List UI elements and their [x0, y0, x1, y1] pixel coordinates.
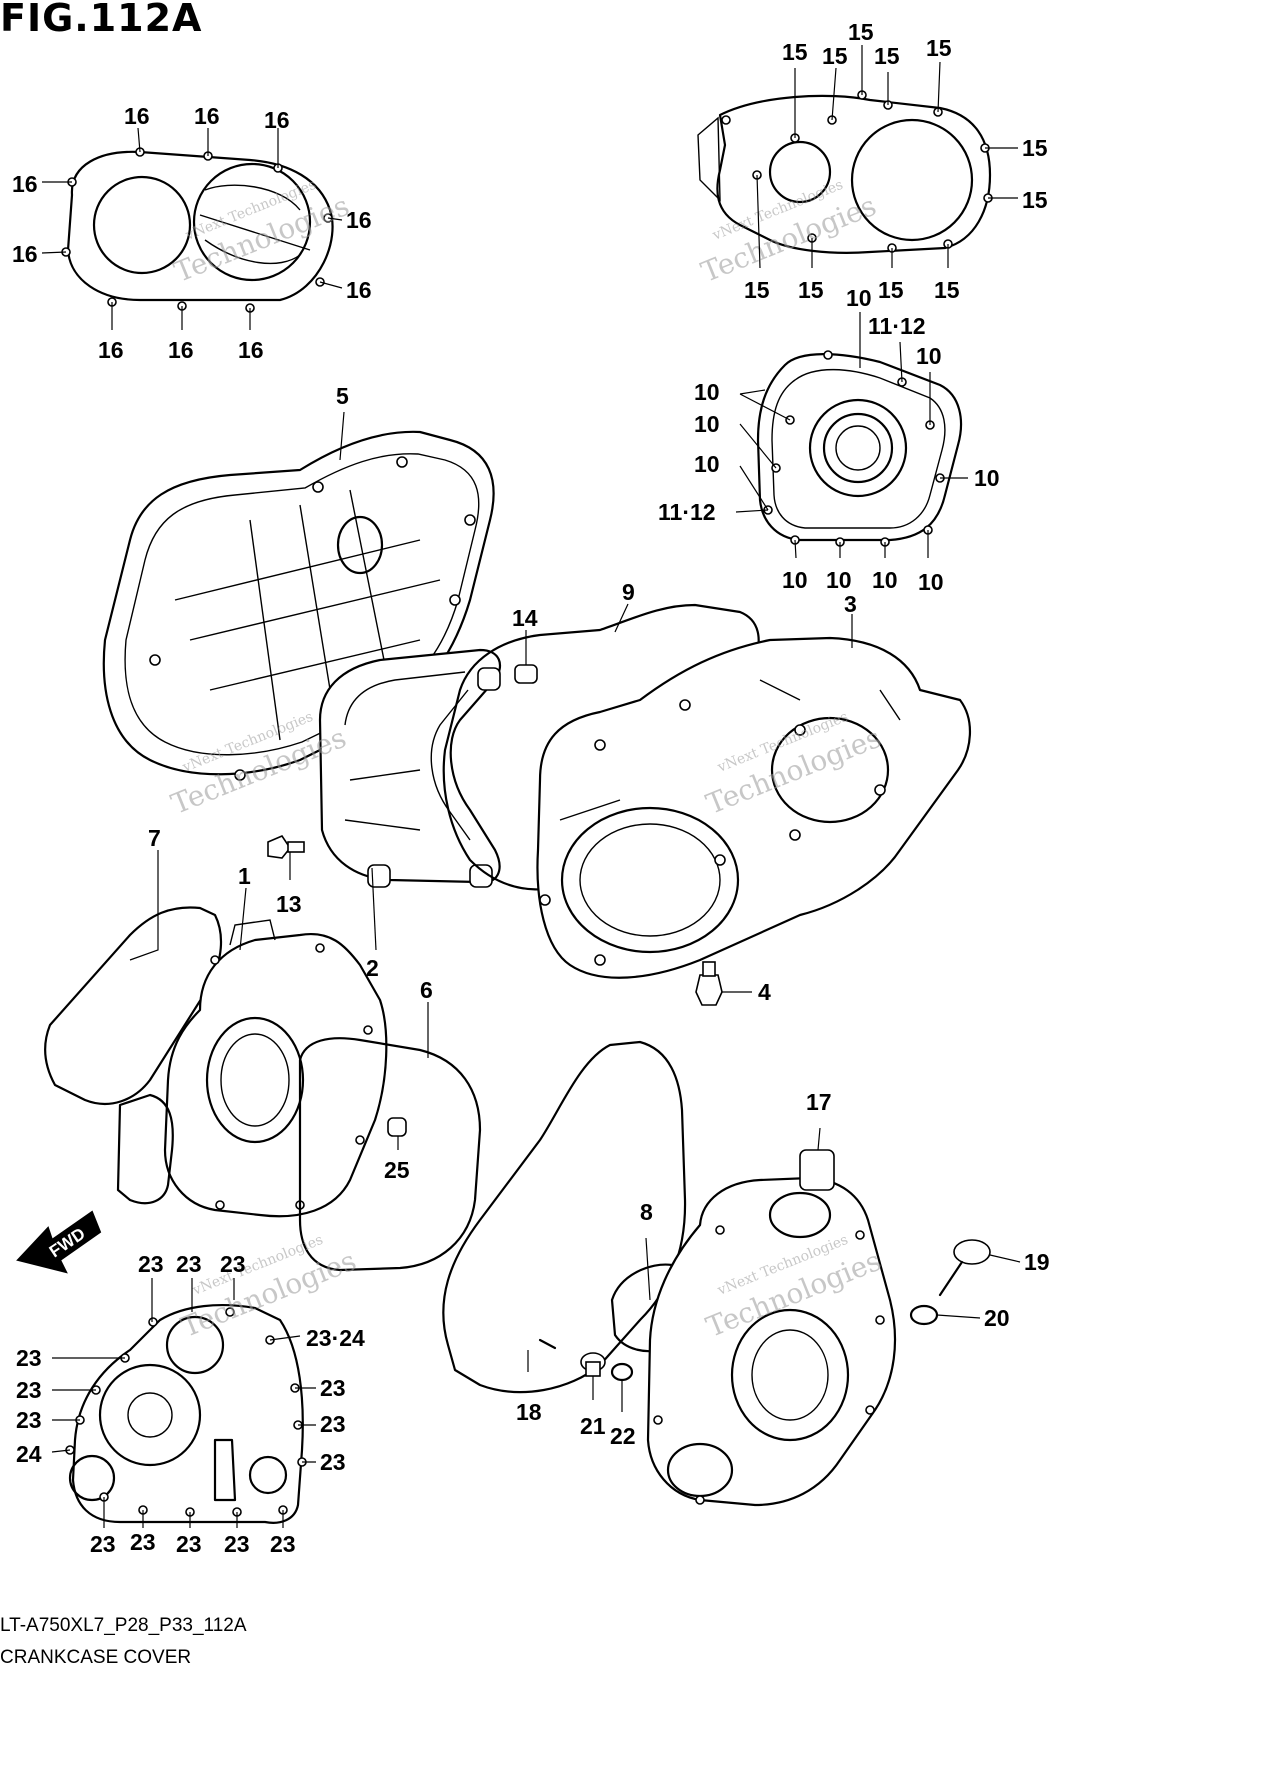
forward-direction-arrow: FWD: [16, 1210, 102, 1274]
callout-16: 16: [12, 171, 38, 197]
figure-title: FIG.112A: [0, 0, 203, 40]
callout-23: 23: [16, 1345, 42, 1371]
callout-16: 16: [194, 103, 220, 129]
figure-caption: LT-A750XL7_P28_P33_112A CRANKCASE COVER: [0, 1610, 247, 1674]
callout-15: 15: [874, 43, 900, 69]
callout-16: 16: [98, 337, 124, 363]
callout-17: 17: [806, 1089, 832, 1115]
callout-15: 15: [926, 35, 952, 61]
callout-23: 23: [16, 1407, 42, 1433]
callout-16: 16: [12, 241, 38, 267]
callout-15: 15: [848, 19, 874, 45]
callout-15: 15: [744, 277, 770, 303]
gasket-part-18: [442, 1040, 687, 1394]
callout-10: 10: [694, 411, 720, 437]
callout-23: 23: [270, 1531, 296, 1557]
callout-14: 14: [512, 605, 538, 631]
leader-lines: [41, 45, 1021, 1528]
callout-23: 23: [224, 1531, 250, 1557]
callout-16: 16: [346, 277, 372, 303]
callout-10: 10: [826, 567, 852, 593]
callout-7: 7: [148, 825, 161, 851]
dowel-pin-part-14: [514, 664, 538, 684]
washer-part-22: [610, 1362, 634, 1382]
callout-23: 23: [90, 1531, 116, 1557]
oil-filler-cap-part-19: [938, 1239, 991, 1297]
callout-19: 19: [1024, 1249, 1050, 1275]
crankcase-cover-part-1: [116, 919, 388, 1218]
callout-18: 18: [516, 1399, 542, 1425]
callout-22: 22: [610, 1423, 636, 1449]
callout-24: 24: [16, 1441, 42, 1467]
callout-16: 16: [264, 107, 290, 133]
callout-10: 10: [872, 567, 898, 593]
callout-23: 23: [16, 1377, 42, 1403]
callout-10: 10: [918, 569, 944, 595]
callout-6: 6: [420, 977, 433, 1003]
callout-10: 10: [974, 465, 1000, 491]
callout-15: 15: [822, 43, 848, 69]
callout-15: 15: [798, 277, 824, 303]
callout-3: 3: [844, 591, 857, 617]
callout-10: 10: [694, 379, 720, 405]
callout-8: 8: [640, 1199, 653, 1225]
callout-5: 5: [336, 383, 349, 409]
callout-15: 15: [1022, 135, 1048, 161]
bolt-part-13: [267, 835, 305, 859]
callout-16: 16: [238, 337, 264, 363]
cover-part-17: [646, 1149, 897, 1507]
callout-10: 10: [916, 343, 942, 369]
callout-23: 23: [130, 1529, 156, 1555]
callout-15: 15: [782, 39, 808, 65]
callout-25: 25: [384, 1157, 410, 1183]
callout-20: 20: [984, 1305, 1010, 1331]
callout-2: 2: [366, 955, 379, 981]
callout-labels: 16 16 16 16 16 16 16 16 16 16 15 15 15 1…: [12, 19, 1050, 1557]
callout-23-24: 23·24: [306, 1325, 365, 1351]
figure-name: CRANKCASE COVER: [0, 1647, 192, 1668]
plug-part-4: [695, 961, 723, 1006]
callout-1: 1: [238, 863, 251, 889]
callout-9: 9: [622, 579, 635, 605]
outer-cover-bolt-pattern: [61, 147, 334, 313]
callout-4: 4: [758, 979, 771, 1005]
callout-23: 23: [320, 1375, 346, 1401]
callout-13: 13: [276, 891, 302, 917]
callout-10: 10: [694, 451, 720, 477]
callout-23: 23: [176, 1531, 202, 1557]
callout-23: 23: [320, 1449, 346, 1475]
callout-23: 23: [176, 1251, 202, 1277]
callout-23: 23: [220, 1251, 246, 1277]
crankcase-cover-bolt-pattern: [65, 1304, 307, 1524]
oring-part-20: [909, 1304, 939, 1326]
callout-10: 10: [846, 285, 872, 311]
gasket-part-6: [298, 1037, 482, 1272]
plug-part-21: [580, 1352, 606, 1377]
callout-11-12: 11·12: [658, 499, 716, 525]
callout-16: 16: [168, 337, 194, 363]
figure-code: LT-A750XL7_P28_P33_112A: [0, 1615, 247, 1636]
callout-10: 10: [782, 567, 808, 593]
callout-15: 15: [878, 277, 904, 303]
callout-23: 23: [320, 1411, 346, 1437]
inner-cover-part-2: [318, 648, 502, 888]
dowel-part-25: [387, 1117, 407, 1137]
callout-16: 16: [124, 103, 150, 129]
callout-21: 21: [580, 1413, 606, 1439]
callout-15: 15: [1022, 187, 1048, 213]
callout-16: 16: [346, 207, 372, 233]
callout-15: 15: [934, 277, 960, 303]
clutch-cover-part-3: [536, 636, 972, 979]
callout-11-12: 11·12: [868, 313, 926, 339]
callout-23: 23: [138, 1251, 164, 1277]
